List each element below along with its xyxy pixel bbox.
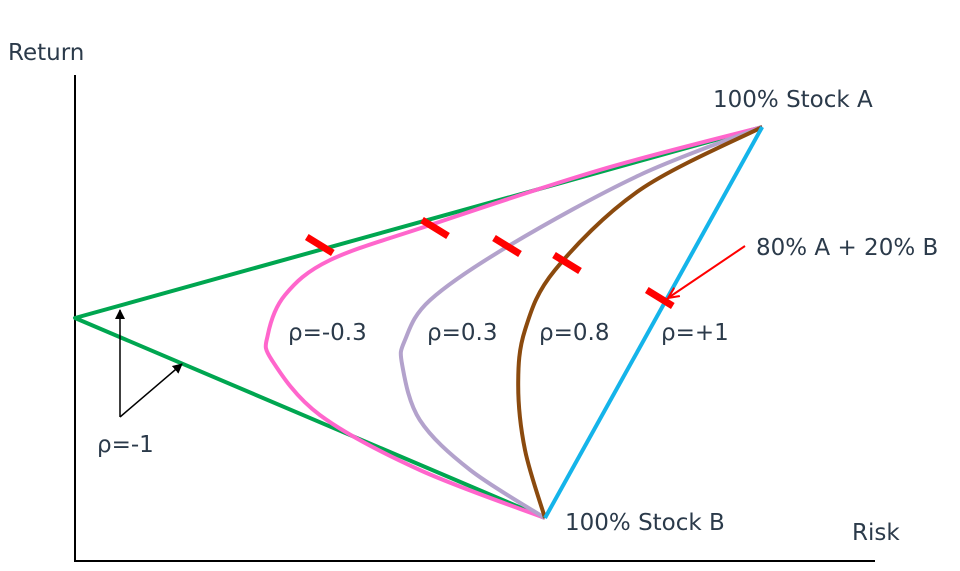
x-axis-label: Risk bbox=[852, 520, 900, 546]
series-label-rho-neg1: ρ=-1 bbox=[97, 432, 154, 458]
series-line-1 bbox=[73, 125, 763, 520]
marker-80a-20b-5 bbox=[644, 287, 675, 309]
series-label-rho-neg03: ρ=-0.3 bbox=[288, 320, 367, 346]
marker-80a-20b-1 bbox=[304, 234, 335, 256]
marker-80a-20b-4 bbox=[552, 252, 582, 274]
stock-a-label: 100% Stock A bbox=[713, 87, 873, 113]
series-label-rho-pos1: ρ=+1 bbox=[661, 320, 729, 346]
series-label-rho-03: ρ=0.3 bbox=[427, 320, 497, 346]
y-axis-label: Return bbox=[8, 40, 84, 66]
stock-b-label: 100% Stock B bbox=[565, 510, 725, 536]
series-line-2 bbox=[263, 125, 763, 520]
marker-80a-20b-2 bbox=[420, 217, 450, 239]
series-label-rho-08: ρ=0.8 bbox=[539, 320, 609, 346]
annotation-arrow bbox=[668, 245, 746, 298]
series-line-3 bbox=[398, 125, 763, 520]
annotation-80a-20b: 80% A + 20% B bbox=[756, 235, 938, 261]
rho-neg1-arrow-diag bbox=[119, 363, 183, 418]
marker-80a-20b-3 bbox=[492, 235, 522, 257]
series-line-4 bbox=[516, 125, 764, 519]
series-line-5 bbox=[543, 126, 764, 519]
